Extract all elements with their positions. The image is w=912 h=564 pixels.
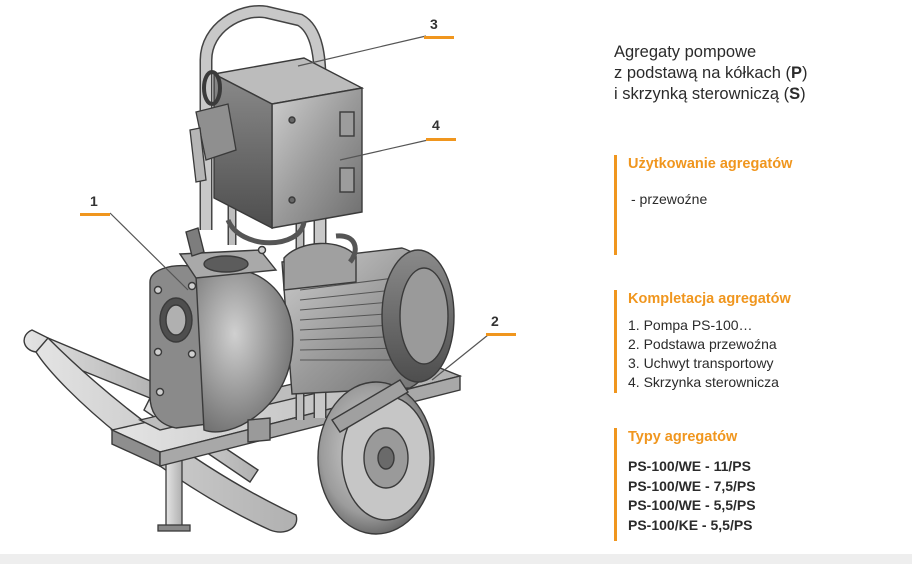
usage-section: Użytkowanie agregatów - przewoźne: [614, 155, 894, 255]
callout-number-4: 4: [432, 117, 440, 133]
callout-rule-1: [80, 213, 110, 216]
heading-line-2-close: ): [802, 64, 808, 82]
kit-list: 1. Pompa PS-100… 2. Podstawa przewoźna 3…: [628, 316, 894, 392]
kit-section-title: Kompletacja agregatów: [628, 291, 791, 307]
pump-unit-illustration: 1 2 3 4: [23, 5, 516, 535]
usage-section-title: Użytkowanie agregatów: [628, 156, 793, 172]
type-item: PS-100/KE - 5,5/PS: [628, 516, 753, 533]
cable-plug: [189, 70, 307, 246]
heading-line-3-text: i skrzynką sterowniczą (: [614, 85, 790, 103]
kit-item: 1. Pompa PS-100…: [628, 317, 753, 333]
heading-line-1: Agregaty pompowe: [614, 43, 757, 61]
callout-rule-2: [486, 333, 516, 336]
callout-number-2: 2: [491, 313, 499, 329]
callout-number-1: 1: [90, 193, 98, 209]
types-section: Typy agregatów PS-100/WE - 11/PS PS-100/…: [614, 428, 894, 541]
heading-code-s: S: [789, 85, 801, 103]
bottom-bar: [0, 554, 912, 564]
leader-1: [109, 212, 189, 291]
kit-item: 2. Podstawa przewoźna: [628, 336, 777, 352]
heading-line-3-close: ): [800, 85, 806, 103]
heading-line-3: i skrzynką sterowniczą (S): [614, 84, 894, 105]
pump-housing: [149, 227, 294, 443]
callout-number-3: 3: [430, 16, 438, 32]
wheel: [317, 379, 435, 535]
heading-line-2: z podstawą na kółkach (P): [614, 63, 894, 84]
callout-rule-4: [426, 138, 456, 141]
type-item: PS-100/WE - 11/PS: [628, 458, 751, 474]
callout-rule-3: [424, 36, 454, 39]
kit-item: 4. Skrzynka sterownicza: [628, 374, 779, 390]
types-list: PS-100/WE - 11/PS PS-100/WE - 7,5/PS PS-…: [628, 457, 894, 535]
leader-2: [431, 334, 489, 381]
control-box: [211, 57, 365, 230]
leader-3: [297, 35, 427, 67]
pump-unit-drawing: [23, 5, 489, 535]
usage-list: - przewoźne: [628, 190, 894, 209]
kit-section: Kompletacja agregatów 1. Pompa PS-100… 2…: [614, 290, 894, 393]
electric-motor: [281, 233, 455, 395]
callout-leaders: [109, 35, 489, 381]
heading-line-2-text: z podstawą na kółkach (: [614, 64, 792, 82]
type-item: PS-100/WE - 5,5/PS: [628, 497, 756, 513]
usage-item: - przewoźne: [631, 191, 708, 207]
type-item: PS-100/WE - 7,5/PS: [628, 477, 756, 494]
leader-4: [339, 139, 429, 161]
product-heading: Agregaty pompowe z podstawą na kółkach (…: [614, 42, 894, 105]
kit-item: 3. Uchwyt transportowy: [628, 355, 774, 371]
heading-code-p: P: [791, 64, 803, 82]
types-section-title: Typy agregatów: [628, 429, 738, 445]
